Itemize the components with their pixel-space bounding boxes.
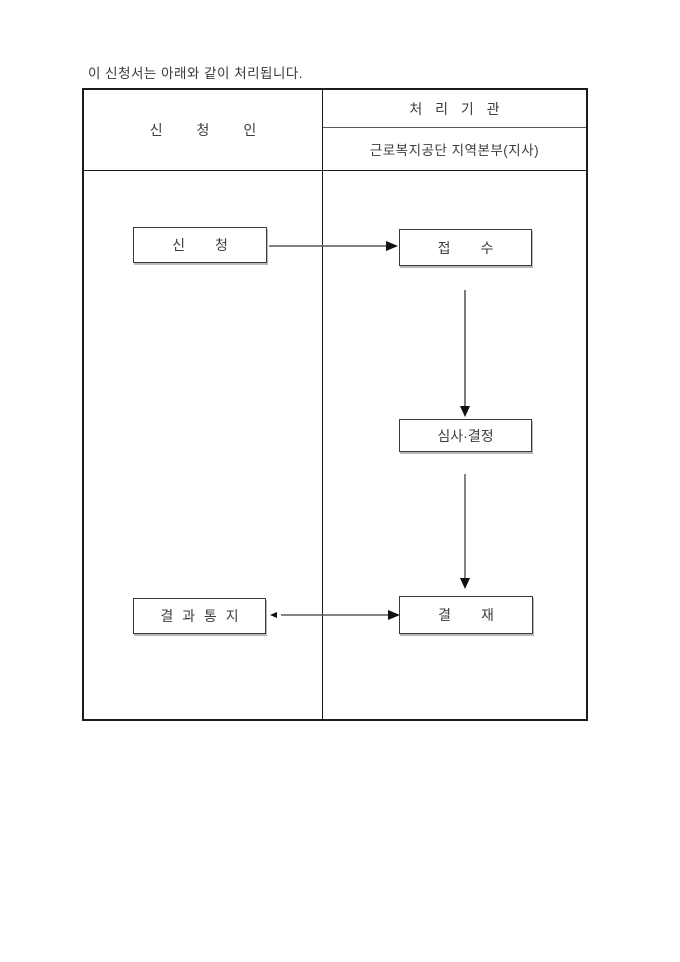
flow-box-approval: 결 재 bbox=[399, 596, 533, 634]
column-divider-line bbox=[322, 90, 323, 719]
flow-box-receive: 접 수 bbox=[399, 229, 532, 266]
flow-box-review-decision: 심사·결정 bbox=[399, 419, 532, 452]
arrow-apply-to-receive bbox=[269, 241, 398, 251]
arrow-receive-to-review bbox=[460, 290, 470, 417]
agency-header-cell: 처 리 기 관 bbox=[409, 100, 500, 117]
agency-subheader-cell: 근로복지공단 지역본부(지사) bbox=[369, 143, 540, 158]
flow-box-result-notice: 결 과 통 지 bbox=[133, 598, 266, 634]
processing-table: 신 청 인 처 리 기 관 근로복지공단 지역본부(지사) bbox=[82, 88, 588, 721]
arrow-review-to-approval bbox=[460, 474, 470, 589]
flow-box-apply: 신 청 bbox=[133, 227, 267, 263]
agency-header-divider-line bbox=[323, 127, 586, 128]
intro-text: 이 신청서는 아래와 같이 처리됩니다. bbox=[88, 66, 304, 81]
applicant-header-cell: 신 청 인 bbox=[149, 122, 257, 138]
arrow-approval-to-notice bbox=[270, 610, 400, 620]
header-bottom-line bbox=[84, 170, 586, 171]
